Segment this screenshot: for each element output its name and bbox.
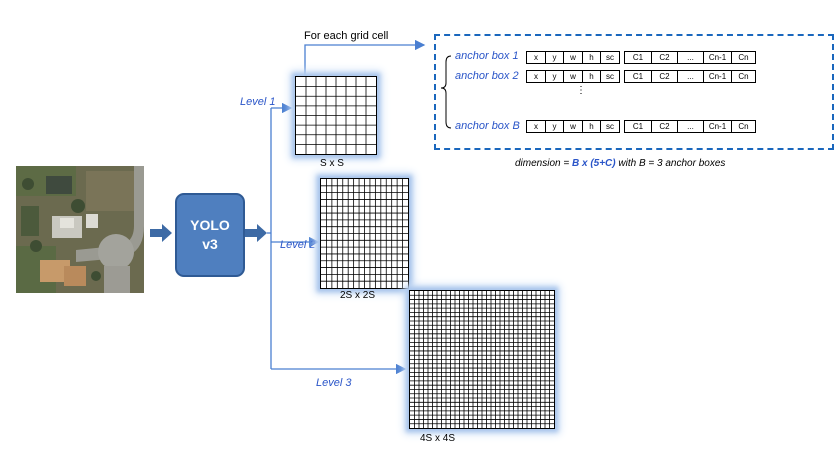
anchor-box-b-cells: x y w h sc C1 C2 ... Cn-1 Cn	[526, 120, 756, 133]
box-fields-2: x y w h sc	[526, 70, 620, 83]
field-c2: C2	[651, 52, 677, 63]
field-w: w	[563, 71, 582, 82]
anchor-box-1-label: anchor box 1	[455, 50, 519, 62]
box-fields-1: x y w h sc	[526, 51, 620, 64]
field-y: y	[545, 71, 563, 82]
field-cn: Cn	[731, 121, 755, 132]
field-sc: sc	[600, 52, 619, 63]
field-cn-1: Cn-1	[703, 121, 731, 132]
grid-caption-1: S x S	[320, 158, 344, 169]
field-h: h	[582, 121, 600, 132]
field-sc: sc	[600, 71, 619, 82]
class-fields-2: C1 C2 ... Cn-1 Cn	[624, 70, 756, 83]
grid-cell-arrow	[304, 39, 426, 76]
grid-caption-2: 2S x 2S	[340, 290, 376, 301]
block-arrow-output	[245, 224, 267, 242]
field-ellipsis: ...	[677, 52, 703, 63]
grid-level-2	[320, 178, 409, 289]
yolo-title: YOLO	[190, 217, 230, 233]
level-2-label: Level 2	[280, 239, 316, 251]
field-ellipsis: ...	[677, 121, 703, 132]
field-c1: C1	[632, 53, 644, 62]
block-arrow-input	[150, 224, 172, 242]
field-c2: C2	[651, 121, 677, 132]
dimension-prefix: dimension =	[515, 158, 572, 169]
field-y: y	[545, 52, 563, 63]
level-1-label: Level 1	[240, 96, 276, 108]
grid-lines-2	[321, 179, 408, 288]
aerial-photo-illustration	[16, 166, 144, 293]
field-sc: sc	[600, 121, 619, 132]
grid-lines-3	[410, 291, 554, 428]
field-x: x	[534, 72, 538, 81]
field-x: x	[534, 122, 538, 131]
field-h: h	[582, 71, 600, 82]
yolo-v3-block: YOLO v3	[175, 193, 245, 277]
box-fields-b: x y w h sc	[526, 120, 620, 133]
field-c2: C2	[651, 71, 677, 82]
grid-caption-3: 4S x 4S	[420, 433, 456, 444]
field-cn-1: Cn-1	[703, 52, 731, 63]
level-3-label: Level 3	[316, 377, 352, 389]
dimension-expression: B x (5+C)	[571, 158, 616, 169]
field-ellipsis: ...	[677, 71, 703, 82]
anchor-brace	[440, 55, 452, 129]
anchor-box-panel	[434, 34, 834, 150]
grid-level-1	[295, 76, 377, 155]
anchor-box-b-label: anchor box B	[455, 120, 520, 132]
dimension-suffix: with B = 3 anchor boxes	[615, 158, 726, 169]
aerial-input-image	[16, 166, 144, 293]
anchor-box-2-label: anchor box 2	[455, 70, 519, 82]
field-w: w	[563, 52, 582, 63]
dimension-formula: dimension = B x (5+C) with B = 3 anchor …	[515, 158, 725, 169]
field-c1: C1	[632, 72, 644, 81]
class-fields-1: C1 C2 ... Cn-1 Cn	[624, 51, 756, 64]
yolo-version: v3	[202, 236, 218, 252]
for-each-grid-cell-label: For each grid cell	[304, 30, 389, 42]
field-cn: Cn	[731, 71, 755, 82]
field-cn-1: Cn-1	[703, 71, 731, 82]
grid-lines-1	[296, 77, 376, 154]
vertical-ellipsis: ⋮	[576, 85, 586, 96]
field-c1: C1	[632, 122, 644, 131]
anchor-box-1-cells: x y w h sc C1 C2 ... Cn-1 Cn	[526, 51, 756, 64]
field-cn: Cn	[731, 52, 755, 63]
class-fields-b: C1 C2 ... Cn-1 Cn	[624, 120, 756, 133]
field-h: h	[582, 52, 600, 63]
field-x: x	[534, 53, 538, 62]
field-y: y	[545, 121, 563, 132]
grid-level-3	[409, 290, 555, 429]
field-w: w	[563, 121, 582, 132]
anchor-box-2-cells: x y w h sc C1 C2 ... Cn-1 Cn	[526, 70, 756, 83]
